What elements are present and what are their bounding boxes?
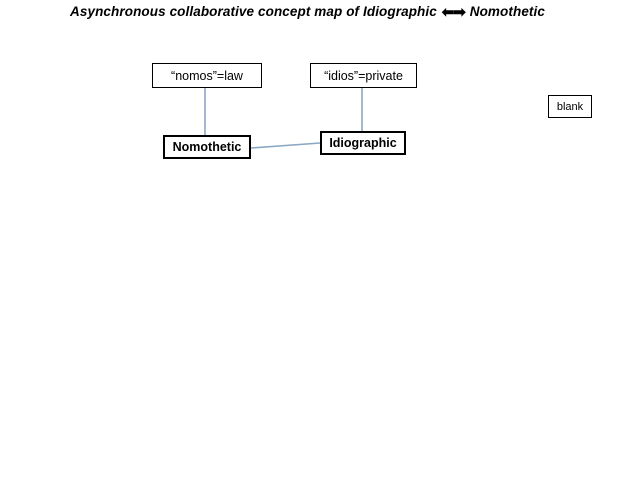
node-nomothetic-label: Nomothetic: [172, 140, 242, 154]
page-title-prefix: Asynchronous collaborative concept map o…: [70, 4, 437, 19]
node-idios-label: “idios”=private: [324, 68, 403, 83]
node-idiographic-label: Idiographic: [329, 136, 397, 150]
node-blank[interactable]: blank: [548, 95, 592, 118]
node-idiographic[interactable]: Idiographic: [320, 131, 406, 155]
page-title-suffix: Nomothetic: [469, 4, 545, 19]
node-idios[interactable]: “idios”=private: [310, 63, 417, 88]
node-nomos[interactable]: “nomos”=law: [152, 63, 262, 88]
node-blank-label: blank: [556, 100, 584, 113]
node-nomothetic[interactable]: Nomothetic: [163, 135, 251, 159]
connector-nomothetic-idiographic: [250, 142, 321, 149]
node-nomos-label: “nomos”=law: [171, 68, 243, 83]
page-title: Asynchronous collaborative concept map o…: [70, 3, 570, 21]
bidirectional-arrow-icon: ⬅➡: [441, 4, 466, 21]
